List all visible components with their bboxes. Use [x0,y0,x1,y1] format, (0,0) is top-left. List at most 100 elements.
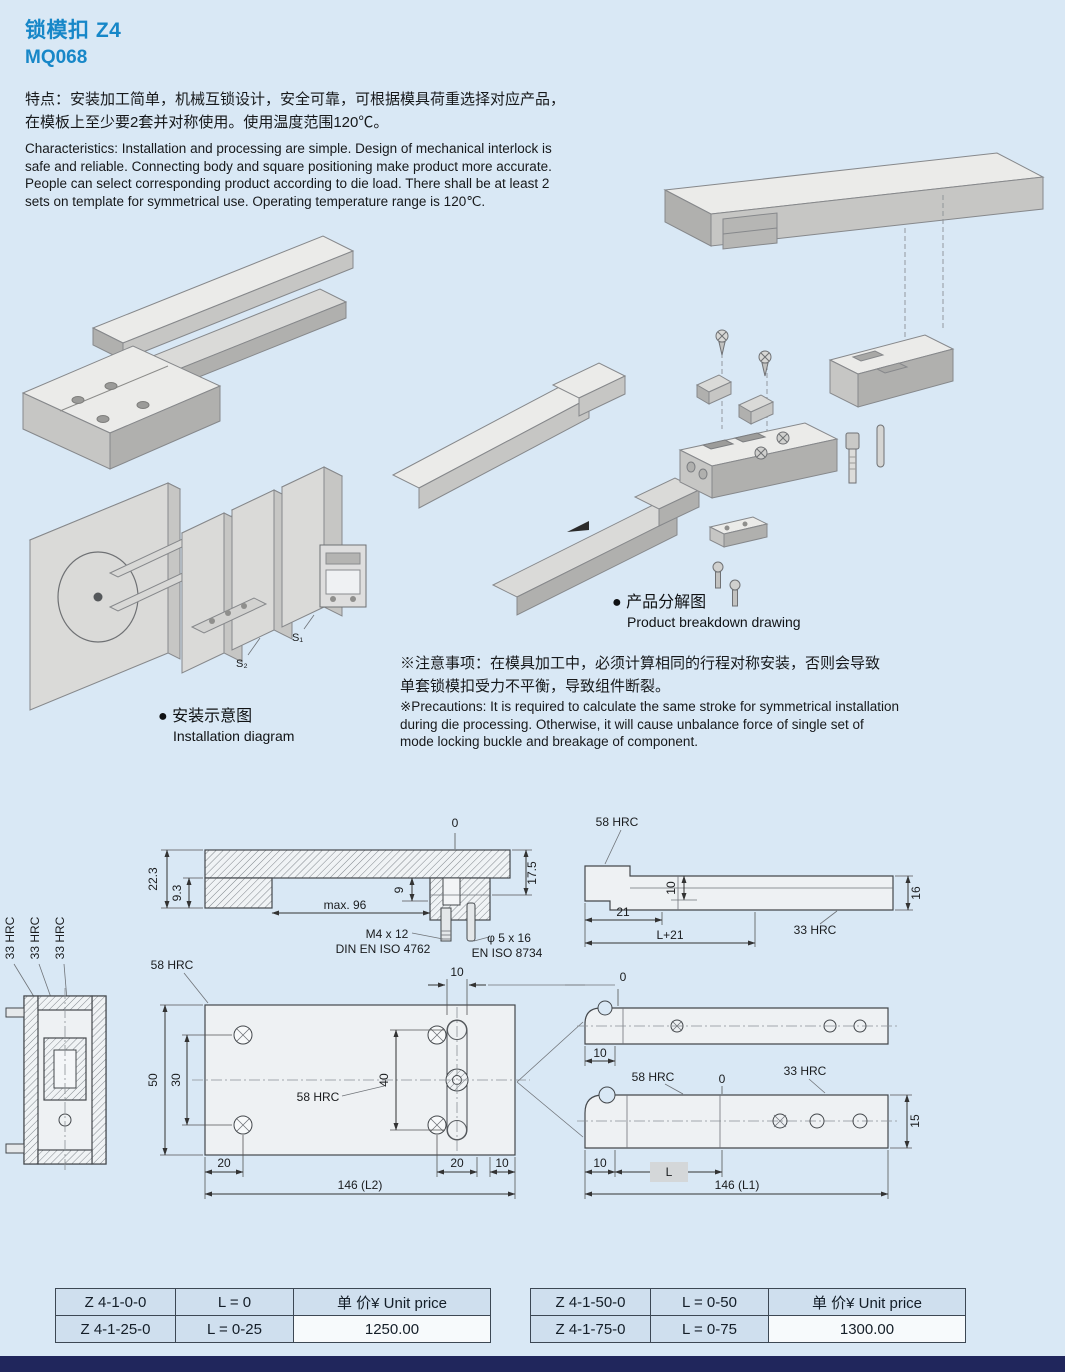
table-row: Z 4-1-0-0 L = 0 单 价¥ Unit price [55,1288,491,1316]
price-cell: 1250.00 [293,1315,491,1343]
dim-zero: 0 [452,816,459,830]
comb-block [828,334,955,408]
section-view-drawing: 0 22.3 9.3 17.5 9 max. 96 M4 x 12 DIN EN… [146,816,543,960]
dim-50: 50 [146,1073,160,1087]
model-cell: Z 4-1-25-0 [55,1315,176,1343]
arm-top-view [577,1000,897,1045]
mold-lock-product [21,235,355,470]
hole [853,1019,867,1033]
precautions-note: ※注意事项：在模具加工中，必须计算相同的行程对称安装，否则会导致 单套锁模扣受力… [400,652,1060,751]
top-plate [663,152,1045,250]
wedge-blocks [695,374,775,425]
page-title: 锁模扣 Z4 [25,19,122,42]
installation-drawing: S₂ S₁ [28,466,367,711]
features-english: Characteristics: Installation and proces… [25,140,552,210]
notice-cn-line1: ※注意事项：在模具加工中，必须计算相同的行程对称安装，否则会导致 [400,655,881,672]
model-cell: Z 4-1-50-0 [530,1288,651,1316]
pin-top [5,1007,25,1018]
dim-L: L [666,1165,673,1179]
side-dimensions: 58 HRC 10 21 L+21 33 HRC 16 [584,815,923,947]
cross-hole [772,1113,788,1129]
dim-40: 40 [377,1073,391,1087]
hook-notch [598,1086,616,1104]
locking-arm-lower [491,477,701,616]
dim-L-highlight [650,1162,688,1182]
dim-max-96: max. 96 [324,898,367,912]
dim-9-3: 9.3 [170,884,184,901]
dim-146-l2: 146 (L2) [338,1178,383,1192]
notice-en-line3: mode locking buckle and breakage of comp… [400,734,698,749]
screw-spec-line2: DIN EN ISO 4762 [336,942,431,956]
section-dimensions: 0 22.3 9.3 17.5 9 max. 96 M4 x 12 DIN EN… [146,816,543,960]
mount-bracket [190,597,268,634]
hrc33-label-2: 33 HRC [28,916,42,959]
screw-hole [104,382,118,390]
features-chinese: 特点：安装加工简单，机械互锁设计，安全可靠，可根据模具荷重选择对应产品， 在模板… [25,88,565,134]
price-header-cell: 单 价¥ Unit price [768,1288,966,1316]
sectioned-body [204,849,511,942]
hrc-callouts: 33 HRC 33 HRC 33 HRC [3,916,69,1013]
corner-hole [233,1115,253,1135]
dowel-pin [876,424,885,468]
notice-cn-line2: 单套锁模扣受力不平衡，导致组件断裂。 [400,678,671,695]
features-en-line1: Characteristics: Installation and proces… [25,141,552,156]
mold-plates [180,466,344,674]
pin-spec-line1: φ 5 x 16 [487,931,531,945]
model-cell: Z 4-1-75-0 [530,1315,651,1343]
dowel-pin [466,902,476,942]
installation-caption-cn: ● 安装示意图 [158,708,253,725]
stroke-labels: S₂ S₁ [236,614,315,670]
hrc33-label: 33 HRC [784,1064,827,1078]
breakdown-caption-en: Product breakdown drawing [627,614,801,630]
model-number: MQ068 [25,47,88,68]
dim-zero-mid: 0 [719,1072,726,1086]
arm-dimensions: 0 10 58 HRC 0 33 HRC 15 10 L 146 [565,970,922,1199]
range-cell: L = 0-25 [175,1315,294,1343]
side-view-drawing: 58 HRC 10 21 L+21 33 HRC 16 [584,815,923,947]
installation-caption-en: Installation diagram [173,728,295,744]
dim-10-bottom: 10 [495,1156,509,1170]
front-plate [28,482,182,711]
s2-label: S₂ [236,658,248,670]
hrc58-top-label: 58 HRC [151,958,194,972]
plan-view-drawing: 58 HRC 10 50 30 40 58 HRC [146,958,585,1199]
installation-caption: ● 安装示意图 Installation diagram [158,702,294,744]
dim-10-top: 10 [593,1046,607,1060]
plan-dimensions: 58 HRC 10 50 30 40 58 HRC [146,958,585,1199]
hole [852,1113,868,1129]
dim-146-l1: 146 (L1) [715,1178,760,1192]
sectioned-assembly [5,988,107,1172]
s1-label: S₁ [292,632,303,644]
cross-section-drawing: 33 HRC 33 HRC 33 HRC [3,916,107,1172]
cap-screw [845,432,860,484]
screw-head [776,431,790,445]
small-plate [708,516,769,548]
dim-10-top: 10 [450,965,464,979]
flathead-screws [715,329,772,377]
table-row: Z 4-1-75-0 L = 0-75 1300.00 [530,1315,966,1343]
hrc58-label: 58 HRC [596,815,639,829]
direction-arrow-icon [567,521,589,532]
dim-20-left: 20 [217,1156,231,1170]
screw-head [754,446,768,460]
corner-hole [427,1115,447,1135]
dim-30: 30 [169,1073,183,1087]
dim-22-3: 22.3 [146,867,160,891]
breakdown-caption: ● 产品分解图 Product breakdown drawing [612,588,801,630]
range-cell: L = 0 [175,1288,294,1316]
dim-10: 10 [664,881,678,895]
dim-9: 9 [392,886,406,893]
hrc33-label: 33 HRC [794,923,837,937]
table-row: Z 4-1-50-0 L = 0-50 单 价¥ Unit price [530,1288,966,1316]
corner-hole [427,1025,447,1045]
corner-hole [233,1025,253,1045]
page-header: 锁模扣 Z4 MQ068 [25,14,121,69]
latch-bar-side [584,865,894,911]
dim-16: 16 [909,886,923,900]
dim-10-bottom: 10 [593,1156,607,1170]
price-cell: 1300.00 [768,1315,966,1343]
features-cn-line1: 特点：安装加工简单，机械互锁设计，安全可靠，可根据模具荷重选择对应产品， [25,91,566,108]
notice-en-line1: ※Precautions: It is required to calculat… [400,699,900,714]
base-block [678,422,839,499]
